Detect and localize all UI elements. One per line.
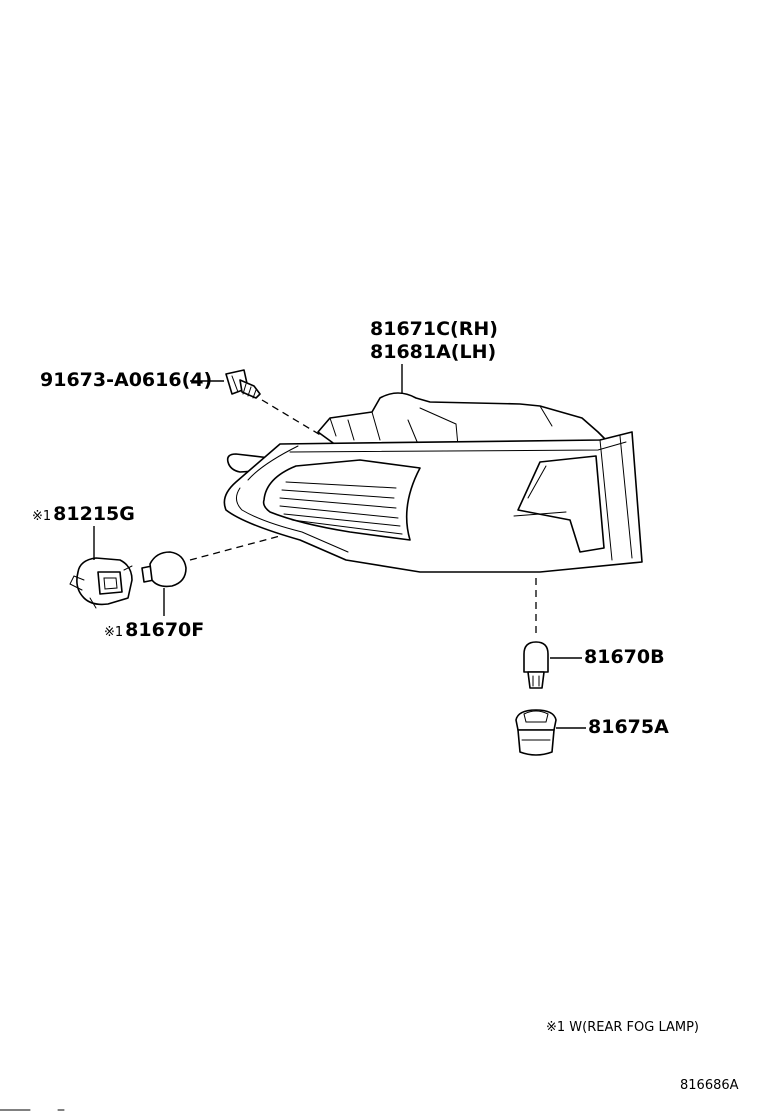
- rear-combination-lamp-housing[interactable]: [223, 392, 643, 573]
- part-label-screw[interactable]: 91673-A0616(4): [40, 369, 213, 391]
- footnote: ※1 W(REAR FOG LAMP): [546, 1020, 700, 1035]
- bulb[interactable]: [523, 641, 549, 689]
- part-label-bulb[interactable]: 81670B: [584, 646, 665, 668]
- part-label-lens-rh[interactable]: 81671C(RH): [370, 318, 498, 340]
- screw-dash-line: [261, 399, 323, 437]
- part-label-fog-socket: 81215G: [53, 503, 135, 525]
- part-label-socket[interactable]: 81675A: [588, 716, 669, 738]
- part-label-fog-bulb: 81670F: [125, 619, 205, 641]
- fog-bulb-dash-line: [189, 535, 281, 561]
- socket[interactable]: [515, 709, 557, 756]
- fog-lamp-bulb[interactable]: [141, 551, 187, 588]
- part-label-lens-lh[interactable]: 81681A(LH): [370, 341, 497, 363]
- note-mark: ※1: [104, 625, 124, 640]
- fog-lamp-socket[interactable]: [69, 557, 133, 609]
- screw[interactable]: [225, 369, 261, 399]
- diagram-id: 816686A: [680, 1078, 739, 1093]
- note-mark: ※1: [32, 509, 52, 524]
